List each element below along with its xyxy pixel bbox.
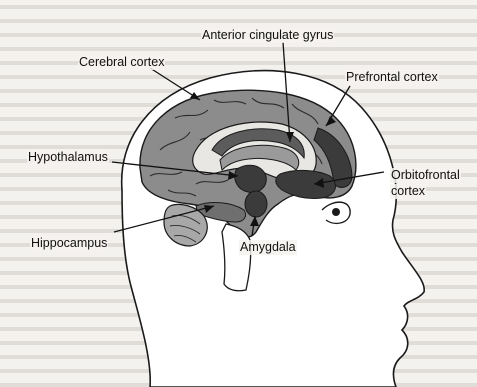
label-hypothalamus: Hypothalamus: [27, 150, 109, 165]
label-orbitofrontal-line1: Orbitofrontal: [390, 168, 461, 183]
label-hippocampus: Hippocampus: [30, 236, 108, 251]
label-amygdala: Amygdala: [239, 240, 297, 255]
hypothalamus-shape: [235, 165, 267, 192]
ear-canal: [332, 208, 340, 216]
label-prefrontal-cortex: Prefrontal cortex: [345, 70, 439, 85]
amygdala-shape: [245, 191, 267, 217]
label-cerebral-cortex: Cerebral cortex: [78, 55, 165, 70]
brainstem-shape: [222, 224, 251, 291]
label-anterior-cingulate-gyrus: Anterior cingulate gyrus: [201, 28, 334, 43]
label-orbitofrontal-line2: cortex: [390, 184, 426, 199]
